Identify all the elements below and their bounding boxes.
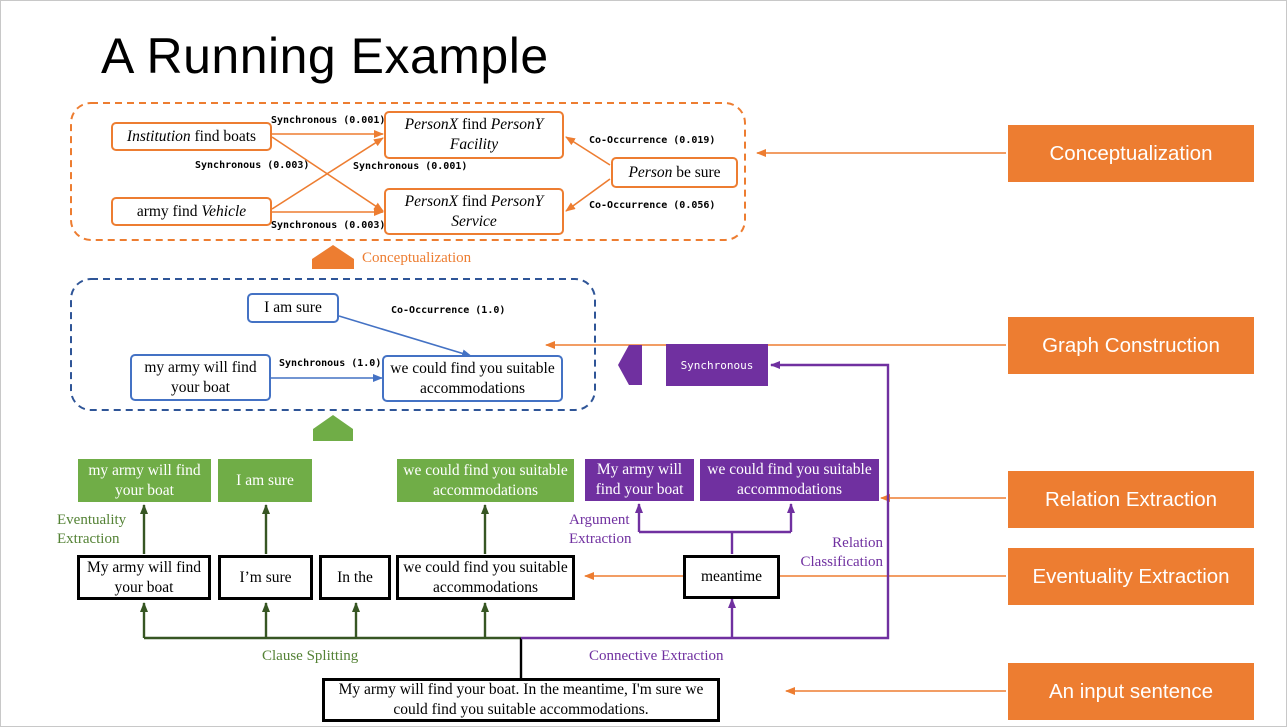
edge-label-cooc-bottom: Co-Occurrence (0.056) (589, 200, 716, 211)
extracted-we-could-find-you-accommodations: we could find you suitable accommodation… (397, 459, 574, 502)
stage-input-sentence: An input sentence (1008, 663, 1254, 720)
eventuality-graph-frame (70, 278, 596, 411)
extracted-i-am-sure: I am sure (218, 459, 312, 502)
stage-graph-construction: Graph Construction (1008, 317, 1254, 374)
edge-label-synchronous: Synchronous (1.0) (279, 358, 382, 369)
node-institution-find-boats: Institution find boats (111, 122, 272, 151)
eventuality-extraction-label: Eventuality Extraction (57, 512, 127, 547)
conceptualization-step-label: Conceptualization (362, 250, 472, 266)
edge-label-sync-right-mid: Synchronous (0.001) (353, 161, 468, 172)
node-i-am-sure: I am sure (247, 293, 339, 323)
edge-label-sync-bottom: Synchronous (0.003) (271, 220, 386, 231)
conceptualized-graph-frame (70, 102, 746, 241)
edge-label-sync-top: Synchronous (0.001) (271, 115, 386, 126)
node-army-find-vehicle: army find Vehicle (111, 197, 272, 226)
clause-im-sure: I’m sure (218, 555, 313, 600)
argument-extraction-label: Argument Extraction (569, 512, 632, 547)
edge-label-sync-left-mid: Synchronous (0.003) (195, 160, 310, 171)
edge-label-cooccurrence: Co-Occurrence (1.0) (391, 305, 506, 316)
relation-classification-label: Relation Classification (800, 535, 884, 570)
synchronous-relation-box: Synchronous (666, 344, 768, 386)
stage-relation-extraction: Relation Extraction (1008, 471, 1254, 528)
node-my-army-will-find-your-boat: my army will find your boat (130, 354, 271, 401)
input-sentence-box: My army will find your boat. In the mean… (322, 678, 720, 722)
node-person-be-sure: Person be sure (611, 157, 738, 188)
clause-splitting-label: Clause Splitting (262, 648, 359, 664)
connective-extraction-label: Connective Extraction (589, 648, 724, 664)
argument-we-could-find-you-accommodations: we could find you suitable accommodation… (700, 459, 879, 501)
extracted-my-army-will-find-your-boat: my army will find your boat (78, 459, 211, 502)
argument-my-army-will-find-your-boat: My army will find your boat (585, 459, 694, 501)
clause-in-the: In the (319, 555, 391, 600)
node-we-could-find-you-accommodations: we could find you suitable accommodation… (382, 355, 563, 402)
clause-my-army-will-find-your-boat: My army will find your boat (77, 555, 211, 600)
stage-eventuality-extraction: Eventuality Extraction (1008, 548, 1254, 605)
stage-conceptualization: Conceptualization (1008, 125, 1254, 182)
edge-label-cooc-top: Co-Occurrence (0.019) (589, 135, 716, 146)
slide-title: A Running Example (101, 28, 549, 84)
connective-meantime: meantime (683, 555, 780, 599)
clause-we-could-find-you-accommodations: we could find you suitable accommodation… (396, 555, 575, 600)
